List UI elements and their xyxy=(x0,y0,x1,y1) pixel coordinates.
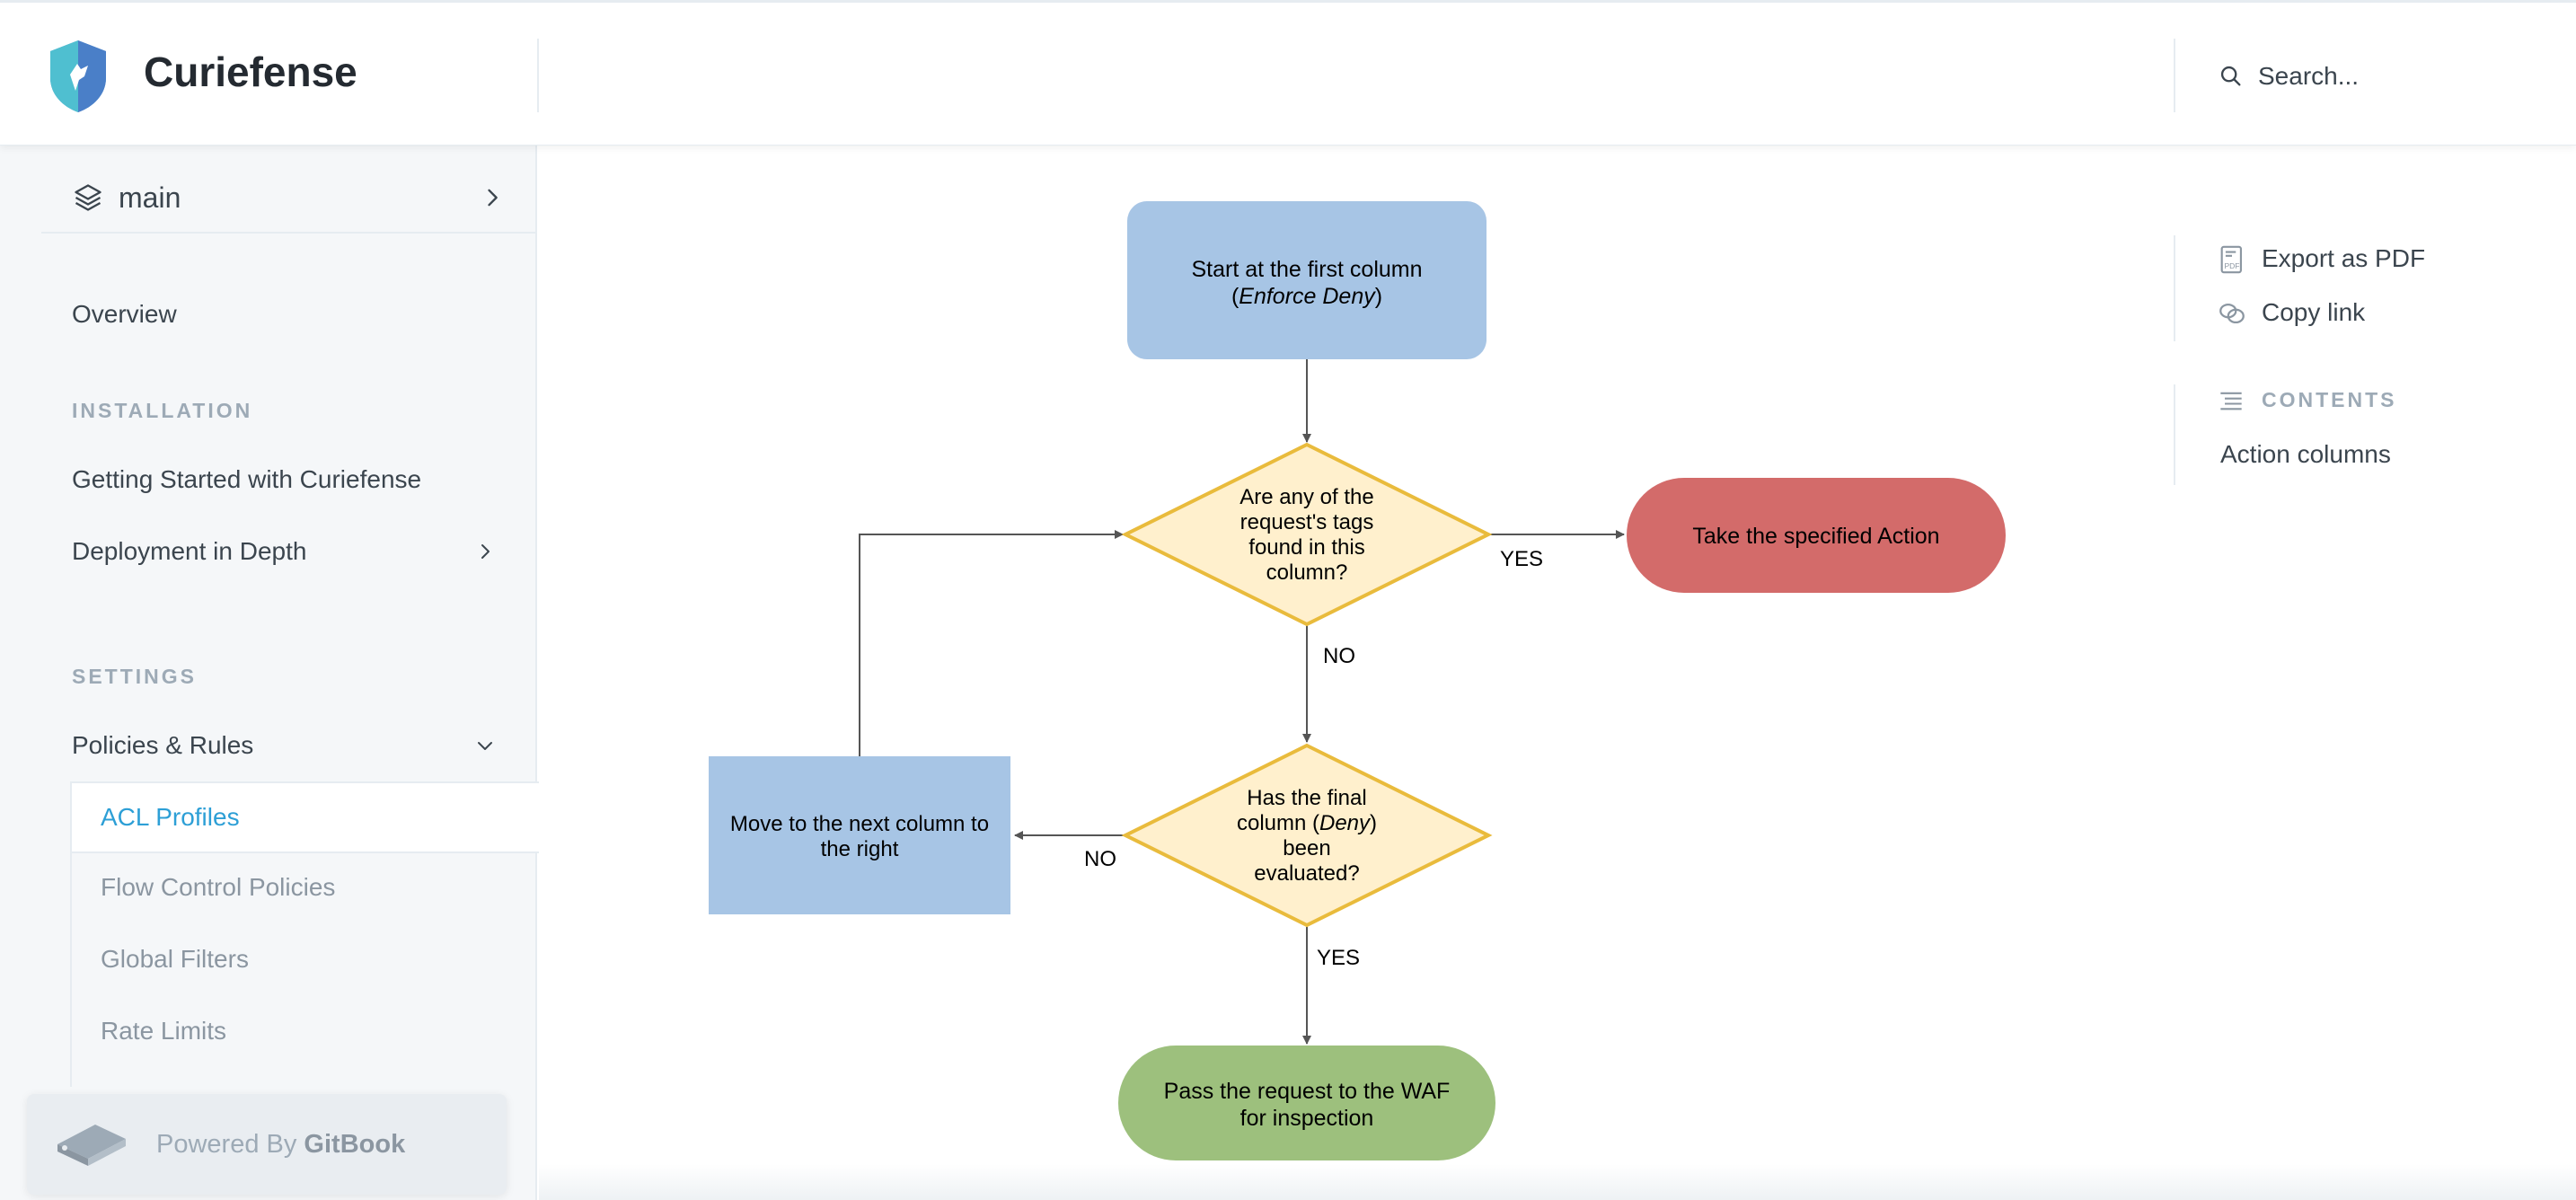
acl-flowchart: Start at the first column (Enforce Deny)… xyxy=(709,201,2006,1160)
rail-divider xyxy=(2174,235,2175,341)
layers-icon xyxy=(75,184,101,211)
header-divider xyxy=(537,39,539,112)
brand-title[interactable]: Curiefense xyxy=(144,49,357,95)
pass-node-text: for inspection xyxy=(1240,1106,1374,1131)
search-input[interactable] xyxy=(2258,58,2527,94)
decision-text: column? xyxy=(1266,560,1348,585)
connector-arrow xyxy=(859,530,1124,756)
sidebar-item-label: Deployment in Depth xyxy=(72,537,307,565)
section-title-settings: SETTINGS xyxy=(72,665,198,688)
sidebar-item-flow-control[interactable]: Flow Control Policies xyxy=(101,873,336,901)
action-node-text: Take the specified Action xyxy=(1692,524,1939,549)
link-icon xyxy=(2219,303,2245,324)
decision-text: Has the final xyxy=(1247,786,1366,810)
sidebar-item-rate-limits[interactable]: Rate Limits xyxy=(101,1017,227,1045)
top-header: Curiefense xyxy=(0,0,2576,146)
rail-divider xyxy=(2174,384,2175,485)
next-column-text: Move to the next column to xyxy=(730,812,989,836)
sidebar-item-deployment[interactable]: Deployment in Depth xyxy=(72,537,503,566)
decision-text: evaluated? xyxy=(1254,861,1359,886)
search-icon xyxy=(2220,66,2241,86)
scroll-fade xyxy=(539,1164,2576,1200)
variant-selector[interactable]: main xyxy=(41,163,537,234)
yes-label: YES xyxy=(1500,547,1543,571)
variant-label: main xyxy=(119,181,181,214)
decision-tags-found xyxy=(1121,442,1493,627)
yes-label: YES xyxy=(1317,946,1360,970)
policies-subnav: ACL Profiles Flow Control Policies Globa… xyxy=(70,781,539,1087)
next-column-node xyxy=(709,756,1010,914)
section-title-installation: INSTALLATION xyxy=(72,399,253,422)
next-column-text: the right xyxy=(821,837,899,861)
start-node xyxy=(1127,201,1486,359)
powered-by-brand: GitBook xyxy=(304,1130,406,1159)
sidebar-item-acl-profiles[interactable]: ACL Profiles xyxy=(70,781,539,853)
toc-item-action-columns[interactable]: Action columns xyxy=(2220,440,2391,468)
sidebar-item-overview[interactable]: Overview xyxy=(72,300,177,328)
decision-final-column xyxy=(1121,743,1493,928)
chevron-right-icon xyxy=(488,189,498,207)
decision-text-line2: column (Deny) xyxy=(1237,811,1377,835)
copy-link-label: Copy link xyxy=(2262,298,2366,326)
no-label: NO xyxy=(1323,644,1355,668)
gitbook-icon xyxy=(57,1125,126,1166)
curiefense-logo-icon[interactable] xyxy=(47,39,110,114)
chevron-right-icon[interactable] xyxy=(474,541,496,562)
action-node xyxy=(1627,478,2006,593)
pass-node-text: Pass the request to the WAF xyxy=(1164,1079,1451,1104)
search-box[interactable] xyxy=(2219,57,2542,96)
export-pdf-label: Export as PDF xyxy=(2262,244,2426,272)
sidebar-item-policies-rules[interactable]: Policies & Rules xyxy=(72,731,254,759)
sidebar-item-getting-started[interactable]: Getting Started with Curiefense xyxy=(72,465,422,493)
pdf-icon: PDF xyxy=(2220,245,2242,274)
decision-text: been xyxy=(1283,836,1330,860)
svg-text:PDF: PDF xyxy=(2225,261,2240,270)
sidebar-item-global-filters[interactable]: Global Filters xyxy=(101,945,249,973)
pass-node xyxy=(1118,1046,1495,1160)
powered-by-text: Powered By GitBook xyxy=(156,1130,405,1160)
decision-text: Are any of the xyxy=(1239,485,1373,509)
contents-title: CONTENTS xyxy=(2262,388,2397,411)
powered-by-prefix: Powered By xyxy=(156,1130,297,1159)
sidebar-item-label: ACL Profiles xyxy=(101,803,240,831)
start-node-text-line2: (Enforce Deny) xyxy=(1231,284,1382,309)
list-icon xyxy=(2220,392,2242,410)
header-divider xyxy=(2174,39,2175,112)
decision-text: found in this xyxy=(1248,535,1364,560)
start-node-text: Start at the first column xyxy=(1191,257,1422,282)
sidebar: main Overview INSTALLATION Getting Start… xyxy=(0,146,539,1200)
no-label: NO xyxy=(1084,847,1116,871)
chevron-down-icon[interactable] xyxy=(474,735,496,756)
decision-text: request's tags xyxy=(1240,510,1374,534)
powered-by-gitbook[interactable]: Powered By GitBook xyxy=(27,1094,507,1195)
